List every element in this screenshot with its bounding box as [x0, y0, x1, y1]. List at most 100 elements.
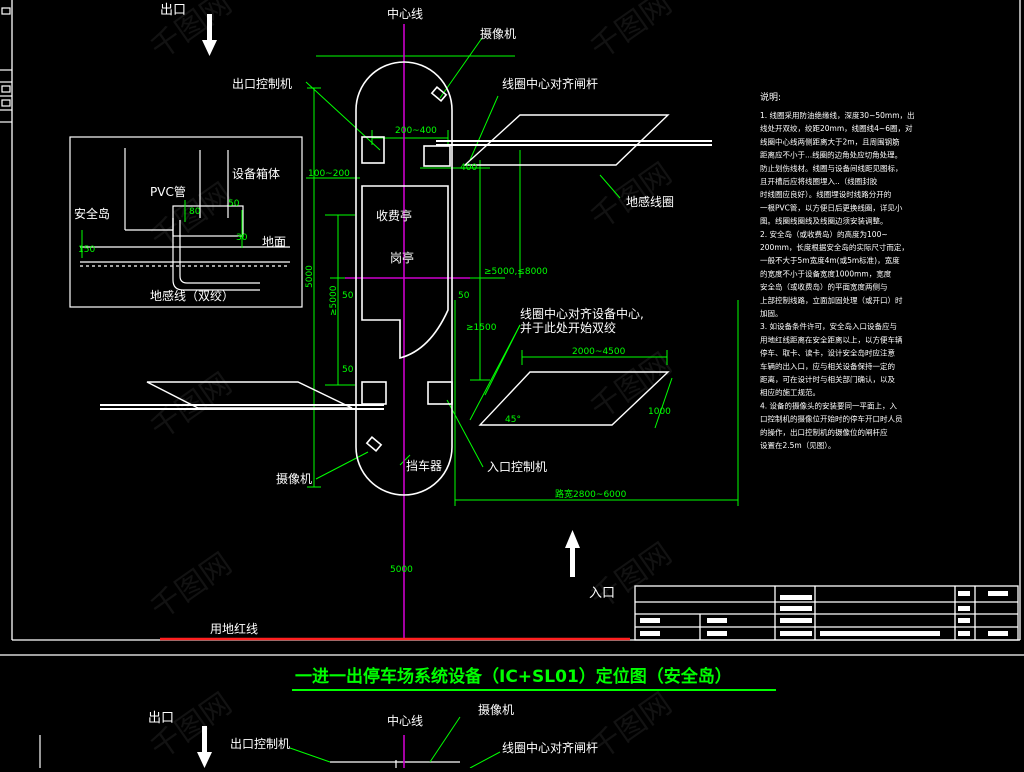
notes-line: 线处开双绞，绞距20mm，线圈线4~6圈，对: [760, 123, 913, 133]
dimension-lines: [305, 37, 739, 640]
notes-line: 距离应不小于...线圈的边角处应切角处理。: [760, 150, 902, 160]
entrance-label: 入口: [589, 586, 615, 601]
property-line-label: 用地红线: [210, 621, 258, 636]
notes-line: 且开槽后应将线圈埋入..（线圈封胶: [760, 176, 878, 186]
lower-centerline-label: 中心线: [387, 713, 423, 728]
notes-line: 的宽度不小于设备宽度1000mm，宽度: [760, 268, 892, 278]
notes-line: 1. 线圈采用防油绝缘线，深度30~50mm，出: [760, 110, 915, 120]
title-block-fills: [640, 591, 1008, 636]
toll-booth-label: 收费亭: [376, 208, 412, 223]
ground-loop-label: 地感线圈: [626, 194, 674, 209]
notes-line: 相应的施工规范。: [760, 387, 820, 397]
exit-arrow: [202, 14, 217, 56]
sheet-frame: [11, 0, 1021, 641]
notes-line: 图。线圈线圈线及线圈边须安装调整。: [760, 216, 888, 226]
labels-white: 出口 入口 中心线 摄像机 出口控制机 线圈中心对齐闸杆 地感线圈 收费亭 岗亭…: [74, 3, 674, 755]
entrance-arrow: [565, 530, 580, 577]
toll-booth-label-2: 岗亭: [390, 250, 414, 265]
notes-line: 4. 设备的摄像头的安装要同一平面上，入: [760, 400, 898, 410]
dim-2000-4500: 2000~4500: [572, 347, 626, 357]
detail-loop-wire: 地感线（双绞）: [150, 288, 234, 303]
notes-line: 一根PVC管，以方便日后更换线圈，详见小: [760, 202, 903, 212]
notes-lines: 1. 线圈采用防油绝缘线，深度30~50mm，出线处开双绞，绞距20mm，线圈线…: [760, 110, 915, 450]
dim-50-d: 50: [228, 199, 240, 209]
lower-exit-controller-label: 出口控制机: [230, 737, 290, 751]
dim-road-width: 路宽2800~6000: [555, 488, 627, 500]
dim-5000-bottom: 5000: [390, 565, 413, 575]
watermark-text: 千图网: [585, 536, 679, 616]
notes-line: 一般不大于5m宽度4m(或5m标准)，宽度: [760, 255, 900, 265]
detail-inset: [69, 136, 303, 308]
notes-line: 安全岛（或收费岛）的平面宽度两侧与: [760, 282, 888, 292]
dim-50-c: 50: [342, 365, 354, 375]
notes-line: 停车、取卡、读卡，设计安全岛时应注意: [760, 348, 895, 358]
notes-line: 线圈中心线两侧距离大于2m，且周围钢筋: [760, 136, 900, 146]
dim-50-b: 50: [458, 291, 470, 301]
notes-line: 2. 安全岛（或收费岛）的高度为100~: [760, 229, 888, 239]
lower-exit-arrow: [197, 726, 212, 768]
notes-line: 3. 如设备条件许可，安全岛入口设备应与: [760, 321, 897, 331]
barrier-label: 挡车器: [406, 458, 442, 473]
watermark-text: 千图网: [145, 366, 239, 446]
watermark-text: 千图网: [145, 686, 239, 766]
dim-150: 150: [78, 245, 95, 255]
notes-line: 上部控制线路，立面加固处理（或开口）时: [760, 295, 903, 305]
notes-line: 防止划伤线材。线圈与设备间线距见图标，: [760, 163, 903, 173]
dim-50-a: 50: [342, 291, 354, 301]
lower-camera-label: 摄像机: [478, 702, 514, 717]
exit-label: 出口: [160, 3, 186, 18]
gate-arms: [100, 140, 712, 410]
camera-bottom-label: 摄像机: [276, 471, 312, 486]
notes-line: 距离，可在设计时与相关部门确认，以及: [760, 374, 895, 384]
detail-ground: 地面: [262, 235, 286, 249]
dimension-texts: 200~400 100~200 400 5000 ≥5000,≤8000 50 …: [78, 126, 671, 575]
watermark-text: 千图网: [145, 0, 239, 67]
dim-100-200: 100~200: [308, 169, 350, 179]
left-margin-marks: [0, 7, 12, 123]
dim-80: 80: [189, 207, 201, 217]
lower-exit-label: 出口: [148, 711, 174, 726]
notes-line: 用地红线距离在安全距离以上，以方便车辆: [760, 334, 903, 344]
camera-label: 摄像机: [480, 26, 516, 41]
loop-start-twist-label: 并于此处开始双绞: [520, 320, 616, 335]
loop-center-gate-label: 线圈中心对齐闸杆: [502, 76, 598, 91]
watermark-text: 千图网: [585, 686, 679, 766]
notes-line: 加固。: [760, 308, 783, 318]
lower-sheet-frame: [0, 654, 1024, 768]
detail-safety-island: 安全岛: [74, 206, 110, 221]
centerline-label: 中心线: [387, 6, 423, 21]
dim-ge1500: ≥1500: [466, 323, 497, 333]
dim-1000: 1000: [648, 407, 671, 417]
dim-30: 30: [236, 233, 248, 243]
loop-center-device-label: 线圈中心对齐设备中心,: [520, 306, 644, 321]
drawing-title: 一进一出停车场系统设备（IC+SL01）定位图（安全岛）: [295, 666, 732, 687]
detail-green-dims: [81, 200, 243, 258]
lower-leaders: [289, 716, 501, 769]
safety-island: [355, 61, 453, 496]
entry-controller-label: 入口控制机: [487, 460, 547, 474]
detail-equipment-box: 设备箱体: [232, 166, 280, 181]
notes-panel: 说明: 1. 线圈采用防油绝缘线，深度30~50mm，出线处开双绞，绞距20mm…: [760, 91, 915, 450]
notes-line: 口控制机的摄像位开始时的停车开口时人员: [760, 414, 903, 424]
dim-ge5000-le8000: ≥5000,≤8000: [484, 267, 548, 277]
detail-pvc-pipe: PVC管: [150, 184, 186, 199]
dim-ge5000: ≥5000: [329, 285, 339, 316]
notes-line: 时线圈应良好）。线圈埋设时线路分开的: [760, 189, 891, 199]
dim-400: 400: [460, 163, 477, 173]
notes-line: 的操作，出口控制机的摄像位的闸杆应: [760, 427, 888, 437]
notes-line: 设置在2.5m（见图）。: [760, 440, 835, 450]
dim-45: 45°: [505, 415, 521, 425]
watermark-text: 千图网: [585, 0, 679, 67]
notes-line: 车辆的出入口，应与相关设备保持一定的: [760, 361, 895, 371]
watermark-text: 千图网: [145, 546, 239, 626]
dim-5000: 5000: [305, 265, 315, 288]
notes-line: 200mm，长度根据安全岛的实际尺寸而定，: [760, 242, 909, 252]
title-block: [634, 585, 1019, 641]
centerline-markers: [345, 24, 470, 640]
lower-loop-center-gate-label: 线圈中心对齐闸杆: [502, 740, 598, 755]
exit-controller-label: 出口控制机: [232, 77, 292, 91]
dim-200-400: 200~400: [395, 126, 437, 136]
notes-heading: 说明:: [760, 91, 781, 103]
